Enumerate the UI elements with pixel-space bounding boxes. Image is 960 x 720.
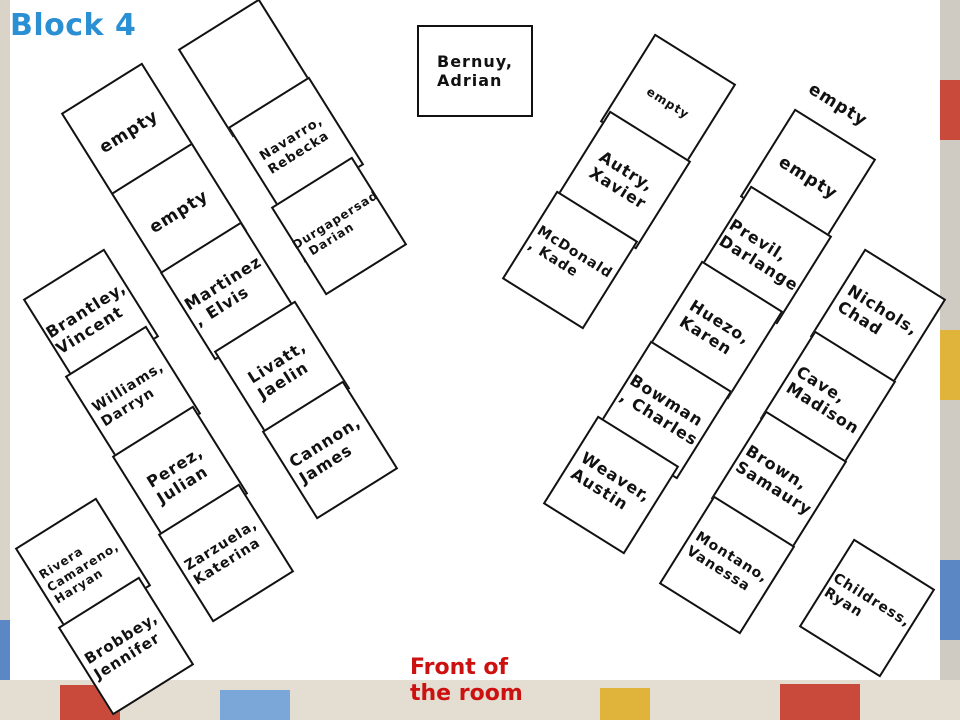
student-name: Bernuy, Adrian <box>437 51 513 90</box>
student-name: Martinez , Elvis <box>180 251 265 331</box>
student-name: Brown, Samaury <box>732 440 816 520</box>
student-name: McDonald , Kade <box>525 223 616 283</box>
student-name: Cave, Madison <box>782 361 864 438</box>
student-name: Weaver, Austin <box>567 447 655 515</box>
student-name: empty <box>774 151 842 204</box>
student-name: Huezo, Karen <box>676 295 755 359</box>
student-name: Williams, Darryn <box>89 359 168 431</box>
student-name: Nichols, Chad <box>834 280 923 340</box>
student-name: empty <box>145 185 213 238</box>
student-name: Montano, Vanessa <box>683 528 771 595</box>
student-name: Zarzuela, Katerina <box>182 516 264 589</box>
desk-bernuy: Bernuy, Adrian <box>417 25 533 117</box>
student-name: Livatt, Jaelin <box>244 336 312 404</box>
student-name: Childress, Ryan <box>821 570 914 631</box>
page-title: Block 4 <box>10 8 137 43</box>
student-name: Cannon, James <box>285 412 365 488</box>
student-name: empty <box>644 84 693 122</box>
student-name: Perez, Julian <box>143 442 212 508</box>
front-of-room-label: Front of the room <box>410 655 523 707</box>
student-name: Durgapersad , Darian <box>289 187 381 264</box>
student-name: empty <box>95 105 163 158</box>
student-name: Autry, Xavier <box>585 146 658 214</box>
student-name: Brobbey, Jennifer <box>81 608 164 684</box>
student-name: Navarro, Rebecka <box>257 113 333 178</box>
